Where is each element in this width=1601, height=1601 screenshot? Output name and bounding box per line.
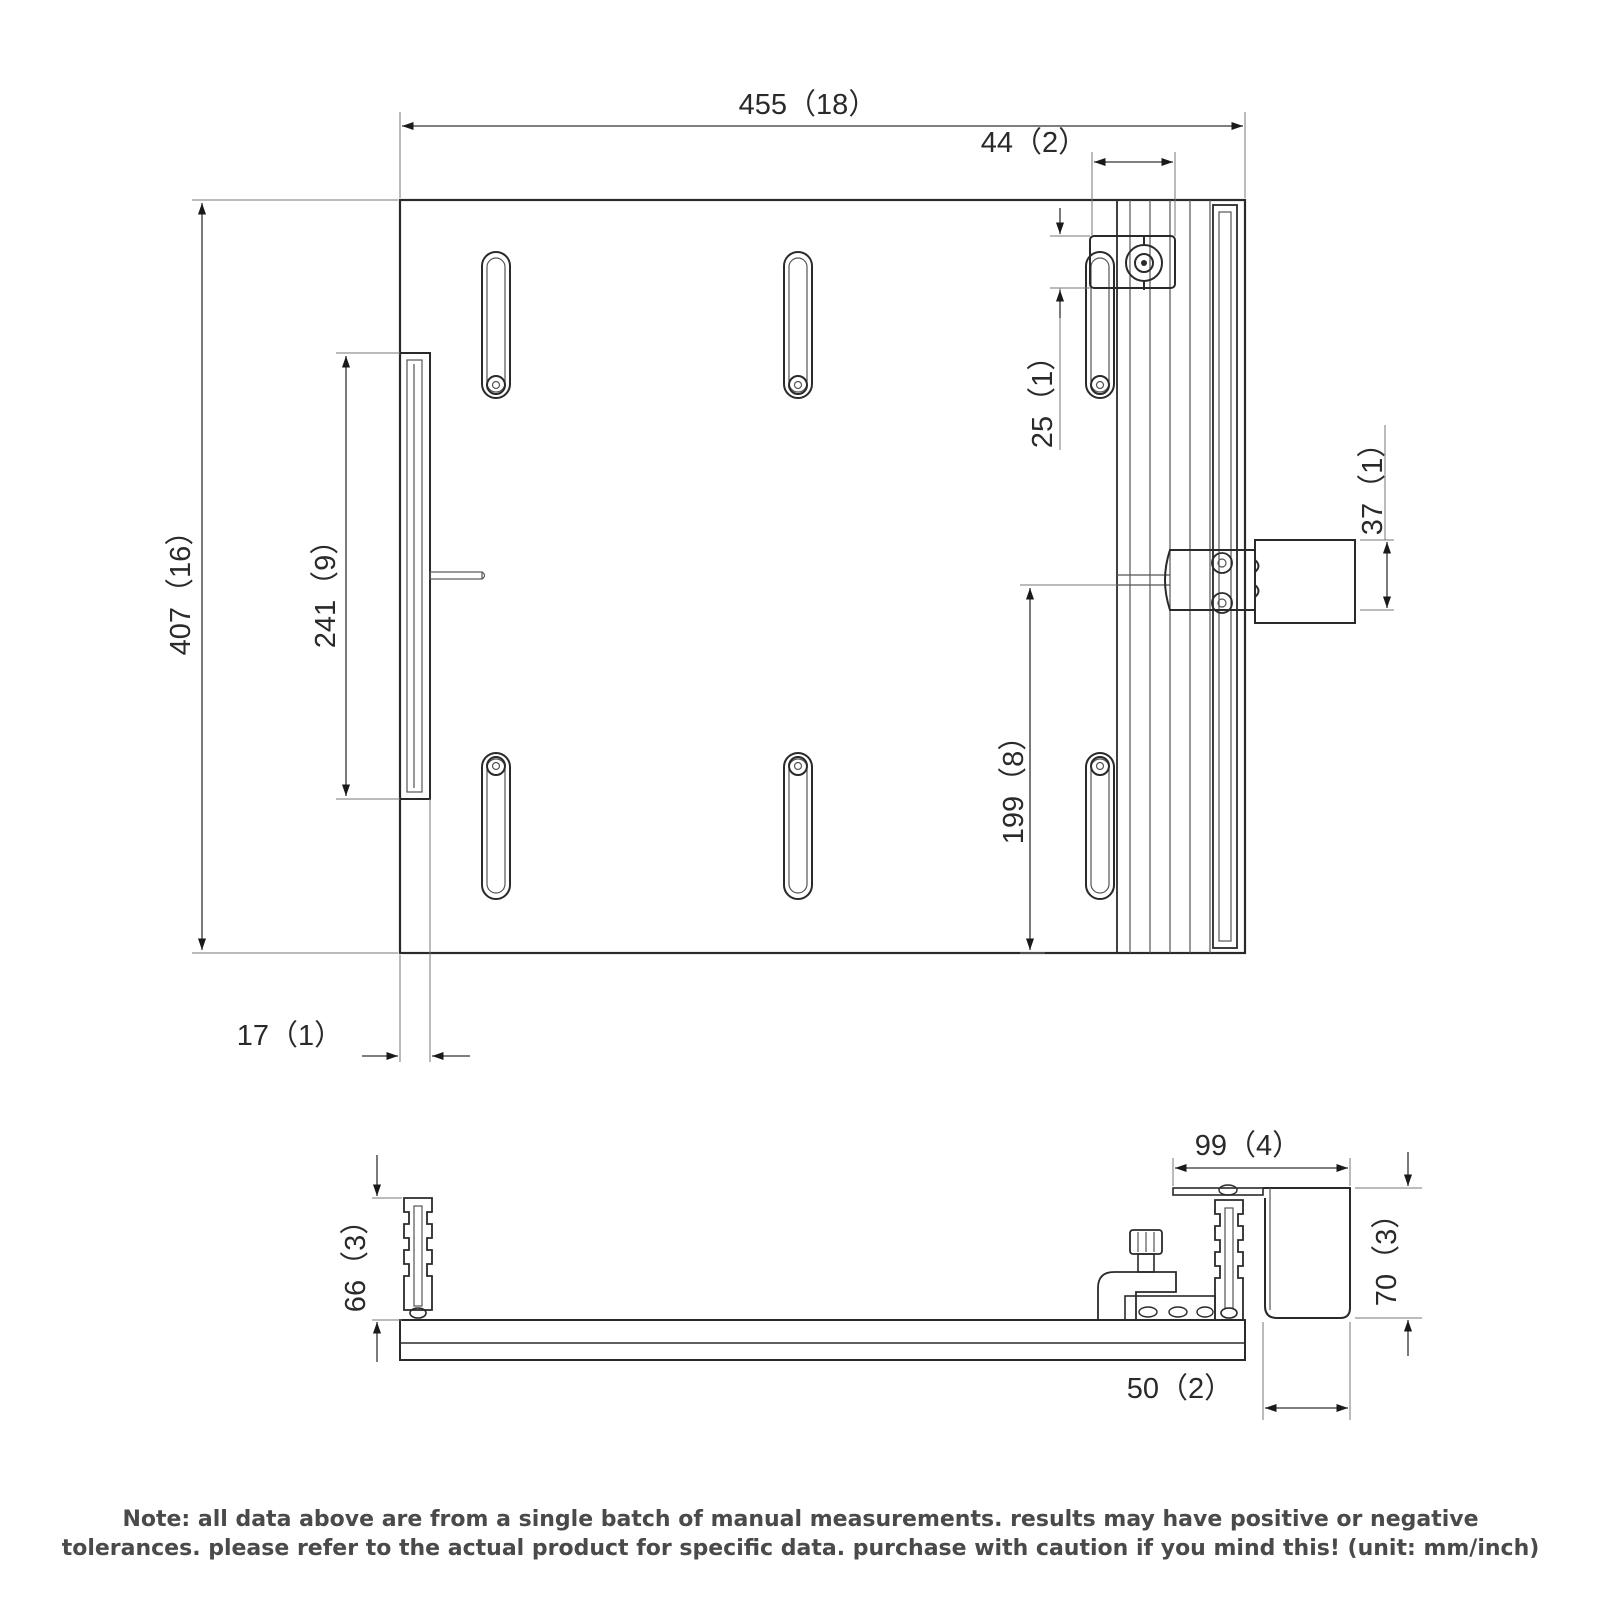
side-clamp	[1097, 1229, 1216, 1321]
left-rail	[399, 352, 486, 800]
right-profile	[1214, 1199, 1244, 1321]
slot	[481, 251, 511, 399]
left-height-dimension-label: 66（3）	[340, 1206, 372, 1312]
bracket-width-dimension-label: 37（1）	[1357, 429, 1389, 535]
side-dimension-arrows	[372, 1152, 1413, 1413]
slot	[481, 752, 511, 900]
right-rail	[1116, 200, 1238, 953]
width-dimension-label: 455（18）	[739, 89, 878, 121]
extension-lines	[192, 112, 1394, 1062]
left-profile	[403, 1197, 433, 1319]
rail-width-dimension-label: 44（2）	[981, 127, 1087, 159]
side-bracket	[1164, 539, 1356, 624]
base-plate	[398, 198, 1247, 955]
slot	[1085, 752, 1115, 900]
height-dimension-label: 407（16）	[165, 517, 197, 656]
disclaimer-line-2: tolerances. please refer to the actual p…	[61, 1536, 1540, 1561]
bracket-depth-dimension-label: 99（4）	[1195, 1130, 1301, 1162]
disclaimer-line-1: Note: all data above are from a single b…	[122, 1507, 1479, 1532]
locating-pin	[429, 571, 483, 580]
bracket-offset-dimension-label: 50（2）	[1127, 1373, 1233, 1405]
side-base-plate	[399, 1319, 1246, 1361]
lower-offset-dimension-label: 199（8）	[998, 722, 1030, 845]
clamp-offset-dimension-label: 25（1）	[1027, 342, 1059, 448]
slot	[1085, 251, 1115, 399]
side-extension-lines	[372, 1158, 1422, 1420]
slot-span-dimension-label: 241（9）	[310, 526, 342, 649]
side-view: 66（3） 99（4） 70（3） 50（2）	[340, 1130, 1422, 1420]
mounting-slots	[481, 251, 1115, 900]
top-view: 455（18） 44（2） 407（16） 241（9） 25（1） 37（1）…	[165, 89, 1394, 1062]
clamp	[1089, 235, 1176, 290]
side-bracket-profile	[1172, 1184, 1351, 1319]
slot	[783, 251, 813, 399]
dimension-arrows	[197, 121, 1392, 1061]
right-height-dimension-label: 70（3）	[1371, 1200, 1403, 1306]
edge-rail-dimension-label: 17（1）	[237, 1020, 343, 1052]
slot	[783, 752, 813, 900]
